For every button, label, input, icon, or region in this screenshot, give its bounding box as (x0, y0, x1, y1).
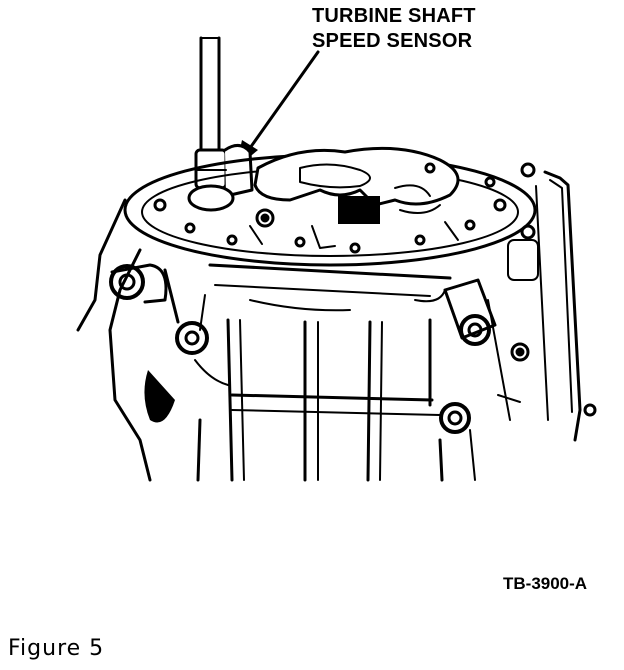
figure-code: TB-3900-A (503, 574, 588, 593)
transmission-case-drawing (76, 36, 597, 482)
case-body (76, 198, 511, 482)
valve-body-plate (123, 146, 537, 267)
right-boss (439, 278, 497, 434)
turbine-shaft-speed-sensor (187, 144, 254, 212)
callout-label: TURBINE SHAFT SPEED SENSOR (312, 4, 476, 54)
right-housing (497, 170, 597, 442)
callout-line-2: SPEED SENSOR (312, 30, 473, 52)
figure-caption: Figure 5 (8, 636, 105, 661)
tool-shaft (199, 36, 221, 154)
callout-line-1: TURBINE SHAFT (312, 5, 476, 27)
